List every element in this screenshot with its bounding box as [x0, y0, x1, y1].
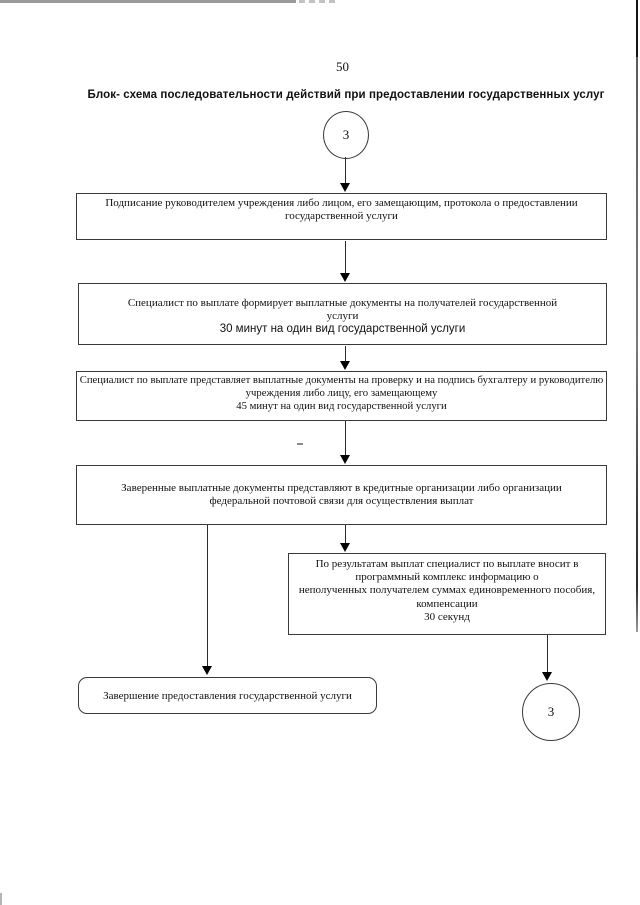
process-box-text: Специалист по выплате представляет выпла…: [79, 374, 604, 399]
scan-artifact-top-bar: [0, 0, 296, 3]
process-box-protocol-signing: Подписание руководителем учреждения либо…: [76, 193, 607, 240]
page-number: 50: [336, 59, 349, 74]
flow-arrow-line: [345, 421, 346, 455]
process-box-deliver-to-credit-orgs: Заверенные выплатные документы представл…: [76, 465, 607, 525]
flow-arrow-head: [542, 672, 552, 681]
process-box-text: Специалист по выплате формирует выплатны…: [127, 296, 558, 323]
terminator-text: Завершение предоставления государственно…: [103, 689, 352, 702]
process-box-submit-for-verification: Специалист по выплате представляет выпла…: [76, 371, 607, 421]
flow-arrow-head: [340, 273, 350, 282]
flow-arrow-head: [340, 361, 350, 370]
process-box-duration: 30 секунд: [424, 610, 470, 623]
flow-arrow-head: [340, 455, 350, 464]
process-box-enter-unpaid-info: По результатам выплат специалист по выпл…: [288, 553, 606, 635]
flow-arrow-line: [345, 525, 346, 543]
connector-label: 3: [547, 704, 555, 719]
scan-artifact-right-edge: [636, 0, 638, 632]
process-box-text: Заверенные выплатные документы представл…: [121, 481, 562, 507]
flow-arrow-head: [202, 666, 212, 675]
flow-arrow-line: [345, 157, 346, 183]
flow-arrow-line: [547, 635, 548, 672]
flow-arrow-line: [345, 241, 346, 273]
scan-artifact-dash: [297, 443, 303, 445]
flow-arrow-head: [340, 183, 350, 192]
process-box-duration: 30 минут на один вид государственной усл…: [219, 323, 466, 336]
flow-arrow-line: [207, 525, 208, 666]
connector-circle-bottom: 3: [522, 683, 580, 741]
terminator-service-completion: Завершение предоставления государственно…: [78, 677, 377, 714]
process-box-duration: 45 минут на один вид государственной усл…: [236, 399, 447, 412]
process-box-text: Подписание руководителем учреждения либо…: [105, 197, 578, 223]
scan-artifact-top-specks: [299, 0, 337, 3]
process-box-text: По результатам выплат специалист по выпл…: [298, 558, 596, 610]
connector-circle-top: 3: [323, 111, 369, 159]
scan-artifact-bottom-left: [0, 893, 2, 905]
flow-arrow-line: [345, 346, 346, 361]
process-box-form-payment-documents: Специалист по выплате формирует выплатны…: [78, 283, 607, 345]
page-title: Блок- схема последовательности действий …: [87, 89, 605, 101]
connector-label: 3: [342, 127, 350, 142]
flow-arrow-head: [340, 543, 350, 552]
